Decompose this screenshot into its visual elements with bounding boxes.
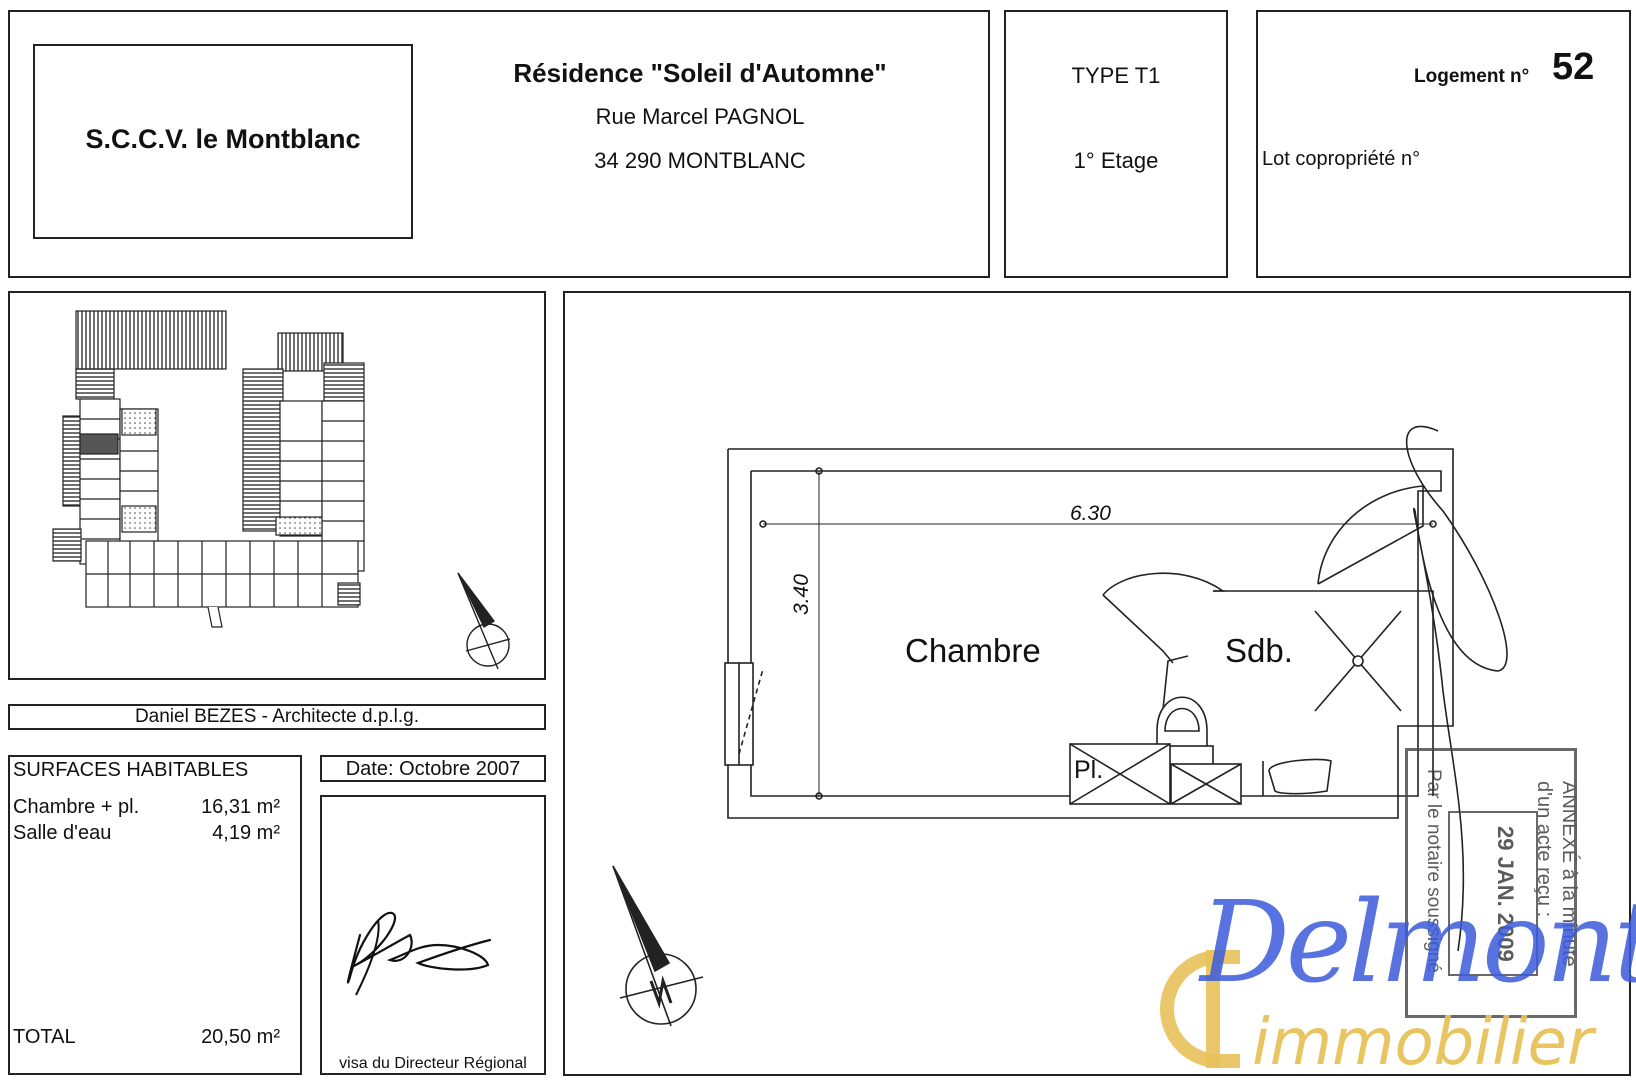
notary-stamp: ANNEXÉ à la minute d'un acte reçu : Par … [1405, 748, 1580, 1018]
visa-caption: visa du Directeur Régional [339, 1055, 527, 1072]
lot-copropriete-label: Lot copropriété n° [1262, 148, 1421, 170]
dimension-width: 6.30 [1070, 502, 1111, 525]
surfaces-title: SURFACES HABITABLES [13, 759, 249, 781]
surfaces-box [8, 755, 302, 1075]
surface-total-label: TOTAL [13, 1026, 76, 1048]
floor-level: 1° Etage [1073, 148, 1159, 173]
logo-sub-text: immobilier [1252, 1006, 1594, 1080]
room-label-placard: Pl. [1074, 756, 1104, 784]
type-box [1004, 10, 1228, 278]
street-address: Rue Marcel PAGNOL [595, 104, 805, 129]
company-box [33, 44, 413, 239]
company-name: S.C.C.V. le Montblanc [85, 124, 361, 154]
floor-plan-drawing [612, 425, 1508, 1027]
room-label-chambre: Chambre [905, 632, 1041, 669]
logement-box [1256, 10, 1631, 278]
dimension-height: 3.40 [790, 574, 813, 615]
architect-name: Daniel BEZES - Architecte d.p.l.g. [134, 706, 420, 727]
director-signature [346, 911, 492, 996]
room-label-sdb: Sdb. [1225, 632, 1293, 669]
city-address: 34 290 MONTBLANC [594, 148, 806, 173]
visa-box [320, 795, 546, 1075]
architect-box [8, 704, 546, 730]
logement-label: Logement n° [1414, 66, 1530, 87]
plan-date: Date: Octobre 2007 [345, 758, 521, 780]
surface-value-salle-eau: 4,19 m² [212, 822, 280, 844]
surface-label-chambre: Chambre + pl. [13, 796, 140, 818]
surface-label-salle-eau: Salle d'eau [13, 822, 112, 844]
logement-number: 52 [1552, 46, 1595, 88]
surface-value-chambre: 16,31 m² [201, 796, 280, 818]
residence-name: Résidence "Soleil d'Automne" [513, 58, 887, 88]
site-plan-drawing [52, 310, 511, 670]
surface-total-value: 20,50 m² [201, 1026, 280, 1048]
apartment-type: TYPE T1 [1071, 63, 1161, 88]
logo-watermark: Delmonte immobilier [1160, 878, 1636, 1080]
logo-brand-text: Delmonte [1200, 878, 1636, 1008]
date-box [320, 755, 546, 782]
logo-gold-bar [1206, 950, 1220, 1068]
